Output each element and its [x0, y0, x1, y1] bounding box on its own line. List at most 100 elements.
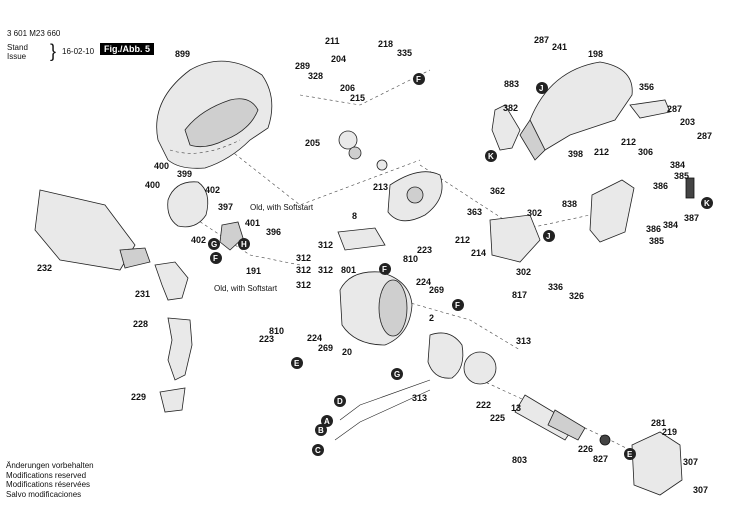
- svg-text:F: F: [382, 265, 387, 274]
- dust-bag-part: [34, 189, 151, 271]
- callout-k: K: [701, 197, 713, 209]
- callout-f: F: [379, 263, 391, 275]
- assembly-line: [229, 149, 421, 206]
- part-label: 224: [307, 333, 322, 343]
- part-label: 362: [490, 186, 505, 196]
- part-label: 313: [412, 393, 427, 403]
- part-label: 229: [131, 392, 146, 402]
- part-label: 307: [683, 457, 698, 467]
- part-label: 206: [340, 83, 355, 93]
- svg-text:G: G: [211, 240, 217, 249]
- motor-cover-part: [427, 332, 464, 379]
- svg-text:B: B: [318, 426, 324, 435]
- part-label: 287: [667, 104, 682, 114]
- part-label: 899: [175, 49, 190, 59]
- callout-h: H: [238, 238, 250, 250]
- part-label: 198: [588, 49, 603, 59]
- part-label: 269: [429, 285, 444, 295]
- part-label: 205: [305, 138, 320, 148]
- part-label: 241: [552, 42, 567, 52]
- part-label: 387: [684, 213, 699, 223]
- part-label: 307: [693, 485, 708, 495]
- part-label: 385: [674, 171, 689, 181]
- figure-label: Fig./Abb. 5: [100, 43, 154, 55]
- callout-a: A: [321, 415, 333, 427]
- part-label: 2: [429, 313, 434, 323]
- callout-j: J: [536, 82, 548, 94]
- issue-brace: }: [50, 41, 57, 61]
- lower-guard-part: [167, 181, 209, 228]
- part-label: 397: [218, 202, 233, 212]
- part-label: 326: [569, 291, 584, 301]
- arbor-parts: [338, 130, 388, 171]
- part-label: 213: [373, 182, 388, 192]
- assembly-line: [299, 69, 431, 106]
- end-housing-part: [631, 431, 683, 496]
- svg-text:F: F: [213, 254, 218, 263]
- part-label: 883: [504, 79, 519, 89]
- part-label: 223: [259, 334, 274, 344]
- part-label: 269: [318, 343, 333, 353]
- note-fr: Modifications réservées: [6, 480, 91, 489]
- cable-part: [334, 389, 431, 441]
- dust-chute-part: [167, 317, 193, 381]
- callout-g: G: [208, 238, 220, 250]
- part-label: 302: [516, 267, 531, 277]
- part-label: 287: [534, 35, 549, 45]
- part-label: 224: [416, 277, 431, 287]
- center-guard-part: [387, 171, 443, 222]
- stand-label: Stand: [7, 43, 28, 52]
- note-es: Salvo modificaciones: [6, 489, 82, 499]
- callout-e: E: [624, 448, 636, 460]
- part-label: 228: [133, 319, 148, 329]
- part-label: 214: [471, 248, 486, 258]
- part-label: 232: [37, 263, 52, 273]
- plate-part: [337, 227, 386, 251]
- bracket-part: [629, 99, 671, 119]
- svg-text:F: F: [455, 301, 460, 310]
- note-en: Modifications reserved: [6, 470, 87, 480]
- part-label: 312: [296, 253, 311, 263]
- svg-text:H: H: [241, 240, 247, 249]
- part-label: 306: [638, 147, 653, 157]
- part-label: 400: [145, 180, 160, 190]
- part-label: 827: [593, 454, 608, 464]
- part-label: 204: [331, 54, 346, 64]
- part-label: 215: [350, 93, 365, 103]
- part-label: 817: [512, 290, 527, 300]
- upper-guard-right-part: [519, 61, 633, 161]
- part-label: 363: [467, 207, 482, 217]
- handle-part: [589, 177, 695, 243]
- part-label: 223: [417, 245, 432, 255]
- part-label: 212: [621, 137, 636, 147]
- part-label: 312: [296, 265, 311, 275]
- switch-part: [219, 221, 244, 251]
- doc-number: 3 601 M23 660: [7, 29, 61, 38]
- callout-k: K: [485, 150, 497, 162]
- part-label: 336: [548, 282, 563, 292]
- part-label: 384: [663, 220, 678, 230]
- svg-text:G: G: [394, 370, 400, 379]
- part-label: 20: [342, 347, 352, 357]
- part-label: 231: [135, 289, 150, 299]
- part-label: 287: [697, 131, 712, 141]
- part-label: 385: [649, 236, 664, 246]
- svg-text:A: A: [324, 417, 330, 426]
- part-label: 803: [512, 455, 527, 465]
- part-label: 401: [245, 218, 260, 228]
- part-label: 312: [318, 265, 333, 275]
- part-label: 212: [455, 235, 470, 245]
- softstart-note: Old, with Softstart: [250, 203, 314, 212]
- svg-text:E: E: [294, 359, 300, 368]
- callout-d: D: [334, 395, 346, 407]
- assembly-line: [399, 299, 521, 351]
- part-label: 398: [568, 149, 583, 159]
- svg-text:D: D: [337, 397, 343, 406]
- part-label: 386: [646, 224, 661, 234]
- part-labels: 899 211 218 335 289 328 204 206 215 205 …: [37, 35, 712, 495]
- part-label: 402: [191, 235, 206, 245]
- upper-blade-guard-part: [156, 60, 273, 169]
- callout-f: F: [413, 73, 425, 85]
- part-label: 328: [308, 71, 323, 81]
